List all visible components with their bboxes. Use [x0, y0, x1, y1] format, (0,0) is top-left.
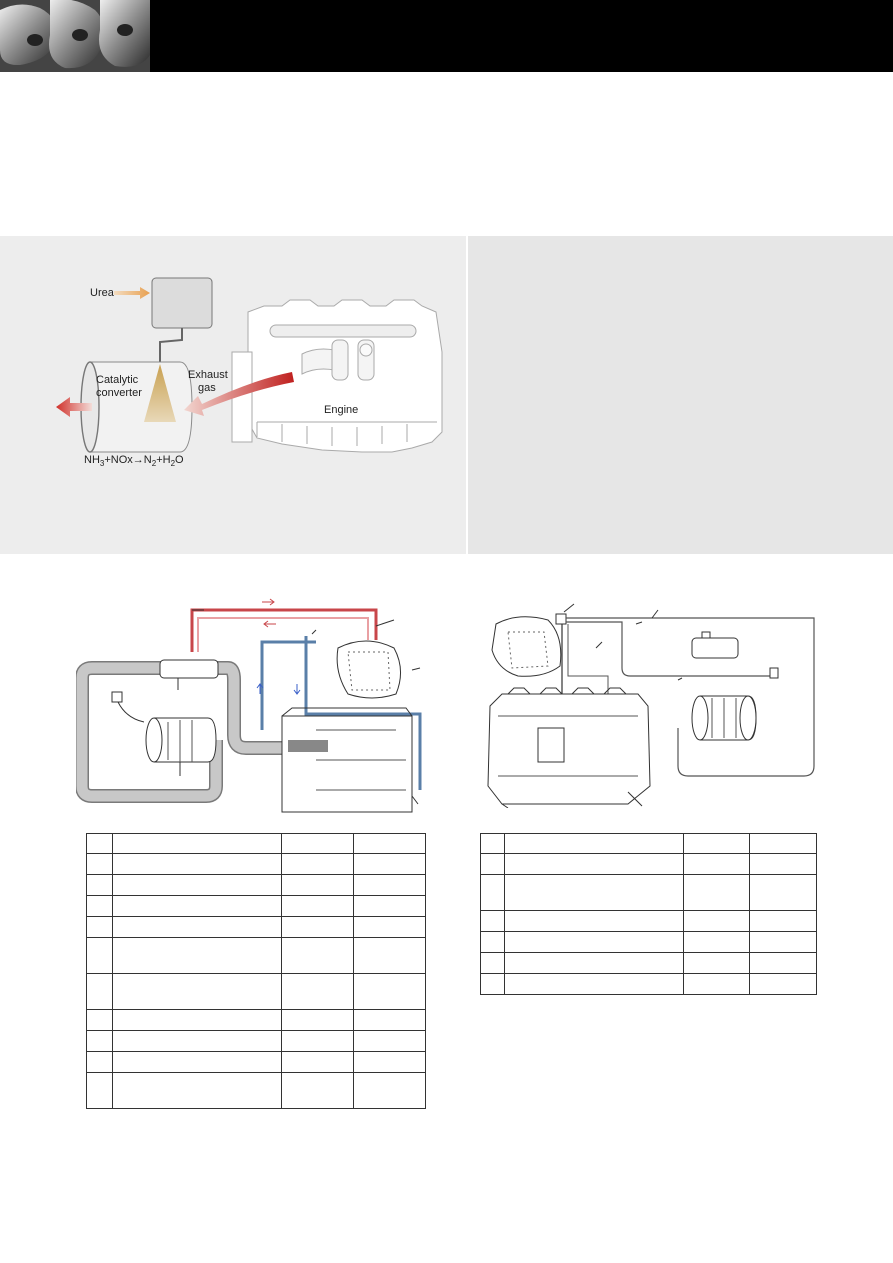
catalytic-label-line1: Catalytic	[96, 374, 139, 386]
urea-label: Urea	[90, 287, 114, 299]
table-row	[480, 910, 817, 932]
exhaust-label-line1: Exhaust	[188, 369, 228, 381]
header-photo-image	[0, 0, 150, 72]
table-row	[480, 853, 817, 875]
urea-tank-icon	[151, 277, 213, 329]
table-row	[86, 874, 426, 896]
spec-table-right	[480, 833, 817, 995]
table-row	[480, 833, 817, 854]
table-row	[86, 1051, 426, 1073]
engine-icon	[231, 299, 443, 453]
table-row	[86, 833, 426, 854]
engine-label: Engine	[324, 404, 359, 416]
table-row	[86, 853, 426, 875]
catalytic-label-line2: converter	[96, 387, 142, 399]
reaction-formula: NH3+NOx→N2+H2O	[84, 454, 184, 469]
lower-left-schematic	[75, 590, 436, 830]
table-row	[480, 931, 817, 953]
table-row	[86, 937, 426, 974]
exhaust-arrow-icon	[184, 372, 294, 416]
scr-diagram: Urea Catalytic converter Exhaust gas Eng…	[52, 262, 446, 474]
table-row	[86, 1072, 426, 1109]
table-row	[480, 973, 817, 995]
table-row	[86, 973, 426, 1010]
table-row	[480, 952, 817, 974]
table-row	[86, 1030, 426, 1052]
exhaust-label-line2: gas	[198, 382, 216, 394]
table-row	[86, 916, 426, 938]
spec-table-left	[86, 833, 426, 1109]
table-row	[86, 1009, 426, 1031]
lower-right-schematic	[478, 596, 820, 809]
table-row	[480, 874, 817, 911]
table-row	[86, 895, 426, 917]
text-panel	[468, 236, 893, 554]
header-bar	[0, 0, 893, 72]
